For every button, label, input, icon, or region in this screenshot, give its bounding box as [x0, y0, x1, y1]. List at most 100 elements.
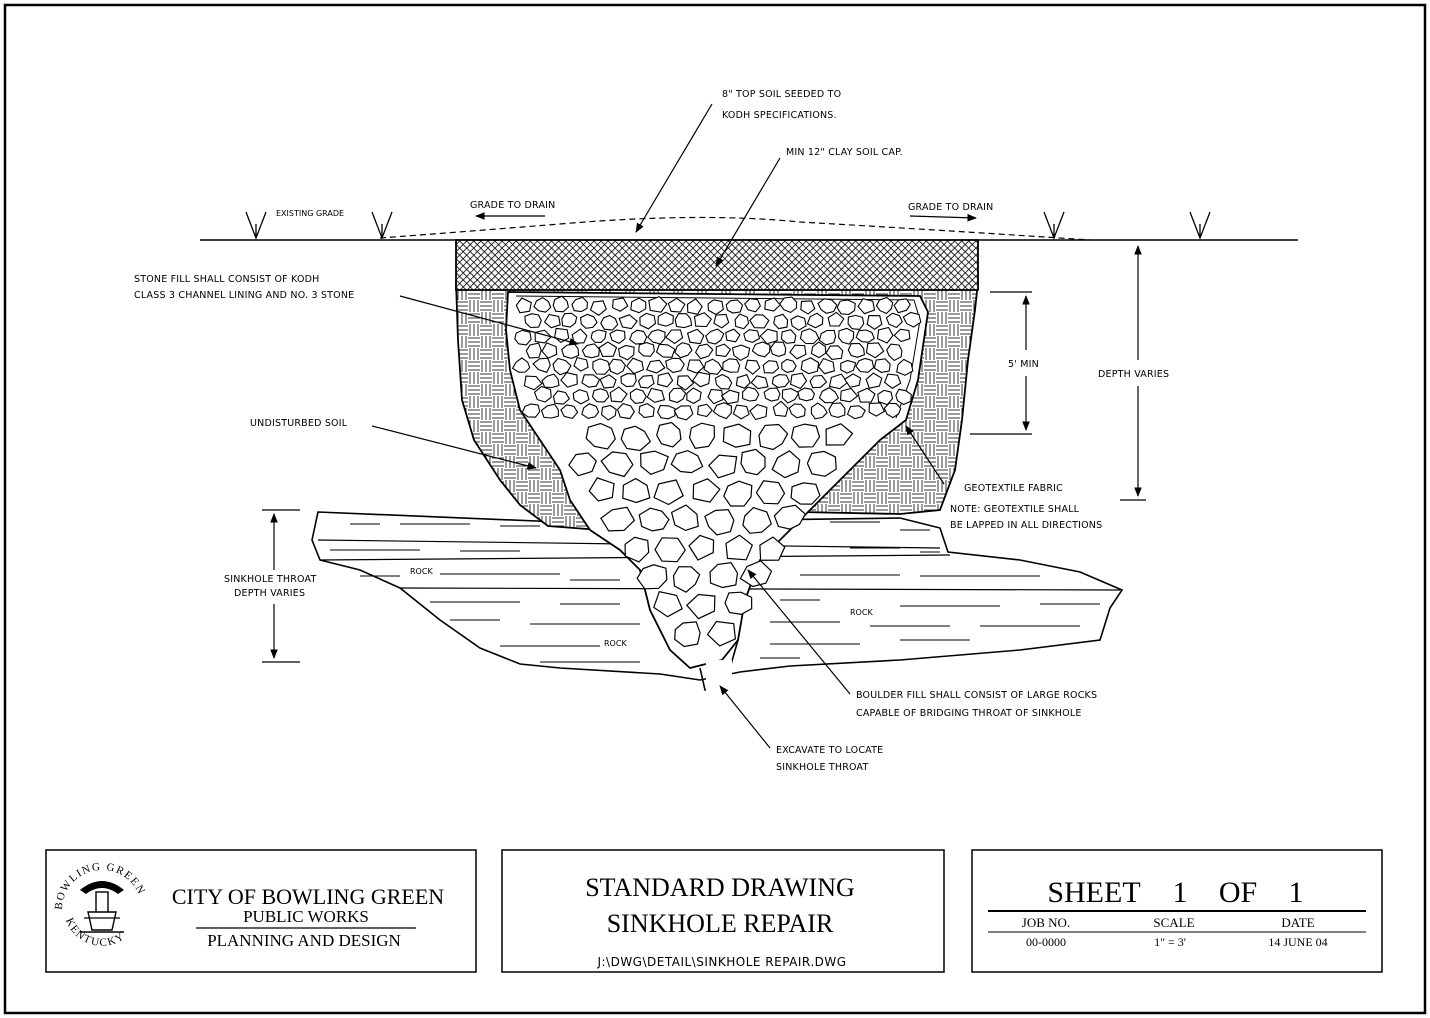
stone-cobble — [875, 296, 894, 315]
boulder — [825, 423, 854, 446]
stone-cobble — [828, 373, 849, 390]
stone-cobble — [866, 315, 883, 330]
boulder — [771, 450, 801, 479]
stone-cobble — [839, 387, 859, 403]
boulder — [758, 423, 789, 451]
stone-cobble — [694, 343, 714, 360]
stone-cobble — [873, 358, 891, 373]
stone-cobble — [734, 313, 750, 330]
stone-cobble — [580, 313, 598, 329]
stone-cobble — [592, 358, 611, 375]
boulder — [759, 536, 786, 561]
stone-cobble — [525, 342, 542, 359]
stone-cobble — [581, 403, 600, 419]
stone-cobble — [799, 328, 820, 345]
division: PLANNING AND DESIGN — [207, 931, 401, 950]
stone-cobble — [552, 390, 571, 405]
stone-cobble — [713, 313, 730, 329]
boulder — [740, 448, 766, 476]
stone-cobble — [630, 297, 647, 314]
stone-cobble — [591, 388, 610, 403]
stone-cobble — [857, 298, 876, 315]
stone-cobble — [762, 360, 780, 374]
boulder — [672, 566, 701, 593]
stone-cobble — [617, 344, 635, 361]
boulder — [568, 452, 598, 477]
stone-cobble — [902, 311, 922, 328]
stone-cobble — [817, 357, 836, 375]
stone-cobble — [818, 387, 840, 404]
stone-cobble — [691, 371, 711, 388]
stone-cobble — [676, 375, 695, 391]
title-block: BOWLING GREEN KENTUCKY CITY OF BOWLING G… — [45, 849, 1383, 973]
stone-cobble — [601, 404, 617, 421]
stone-cobble — [686, 328, 705, 345]
stone-cobble — [686, 387, 702, 405]
stone-cobble — [715, 343, 732, 357]
stone-cobble — [857, 387, 876, 403]
stone-cobble — [817, 298, 838, 314]
stone-cobble — [809, 374, 828, 389]
stone-cobble — [790, 315, 807, 331]
stone-cobble — [731, 344, 751, 361]
stone-cobble — [590, 329, 607, 343]
stone-cobble — [707, 388, 724, 405]
label-geotextile-note-2: BE LAPPED IN ALL DIRECTIONS — [950, 520, 1102, 531]
boulder — [790, 423, 821, 448]
stone-cobble — [732, 404, 750, 420]
stone-cobble — [655, 343, 676, 358]
stone-cobble — [855, 329, 875, 343]
stone-cobble — [825, 345, 844, 360]
stone-cobble — [572, 389, 590, 405]
stone-cobble — [647, 329, 666, 345]
stone-cobble — [637, 374, 655, 389]
stone-cobble — [629, 329, 648, 345]
date: 14 JUNE 04 — [1268, 935, 1327, 949]
stone-cobble — [612, 297, 629, 312]
stone-cobble — [749, 314, 770, 329]
finished-grade-dashed — [379, 216, 1091, 241]
label-boulder-2: CAPABLE OF BRIDGING THROAT OF SINKHOLE — [856, 708, 1082, 719]
stone-cobble — [818, 329, 837, 346]
stone-cobble — [788, 403, 806, 419]
sheet-of: OF — [1219, 876, 1257, 909]
stone-cobble — [668, 387, 687, 404]
boulder — [600, 506, 636, 532]
date-label: DATE — [1281, 915, 1314, 930]
stone-cobble — [763, 387, 781, 402]
file-path: J:\DWG\DETAIL\SINKHOLE REPAIR.DWG — [596, 955, 846, 969]
stone-cobble — [561, 342, 580, 359]
stone-cobble — [638, 342, 655, 357]
stone-cobble — [657, 372, 674, 388]
stone-cobble — [772, 400, 789, 417]
label-excavate-2: SINKHOLE THROAT — [776, 762, 869, 773]
boulder — [725, 534, 754, 561]
stone-cobble — [686, 298, 703, 315]
stone-cobble — [560, 404, 579, 420]
boulder — [688, 534, 715, 561]
stone-cobble — [532, 357, 551, 373]
boulder — [600, 451, 634, 478]
department: PUBLIC WORKS — [243, 907, 369, 926]
boulder — [692, 478, 721, 503]
boulder — [588, 477, 615, 502]
stone-cobble — [552, 357, 572, 376]
stone-cobble — [571, 296, 588, 313]
stone-cobble — [838, 327, 855, 345]
stone-cobble — [552, 295, 570, 313]
stone-cobble — [810, 402, 828, 420]
stone-cobble — [749, 403, 768, 421]
stone-cobble — [714, 373, 733, 390]
stone-cobble — [789, 344, 807, 360]
boulder — [670, 504, 699, 532]
boulder — [640, 450, 669, 475]
stone-cobble — [600, 314, 619, 331]
stone-cobble — [725, 328, 741, 343]
boulder — [742, 506, 773, 534]
stone-cobble — [843, 373, 862, 388]
stone-cobble — [521, 403, 541, 418]
label-stone-fill-1: STONE FILL SHALL CONSIST OF KODH — [134, 274, 320, 285]
stone-cobble — [645, 359, 666, 374]
label-topsoil-1: 8" TOP SOIL SEEDED TO — [722, 89, 841, 100]
